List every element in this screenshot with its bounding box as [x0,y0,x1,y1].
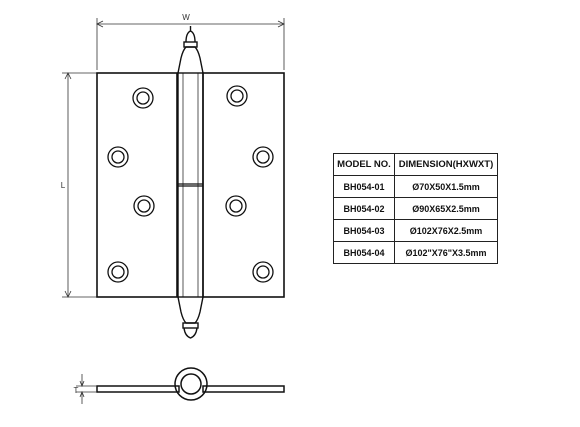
hinge-end-view [96,367,285,401]
screw-holes [107,85,274,283]
top-finial [177,26,204,74]
dimension-cell: Ø102"X76"X3.5mm [394,241,498,264]
hinge-front-view [96,26,285,339]
thickness-dimension-label: T [74,386,79,395]
screw-hole [226,85,248,107]
screw-hole [107,146,129,168]
table-row: BH054-03 Ø102X76X2.5mm [333,219,498,242]
screw-hole [132,87,154,109]
width-dimension [96,18,285,70]
width-dimension-label: W [182,13,190,22]
dimension-cell: Ø70X50X1.5mm [394,175,498,198]
model-cell: BH054-04 [333,241,395,264]
screw-hole [252,261,274,283]
spec-table-header: MODEL NO. DIMENSION(HXWXT) [333,153,498,176]
table-row: BH054-01 Ø70X50X1.5mm [333,175,498,198]
hinge-leaf-right [202,72,285,298]
table-row: BH054-02 Ø90X65X2.5mm [333,197,498,220]
bottom-finial [177,296,204,339]
screw-hole [133,195,155,217]
screw-hole [107,261,129,283]
hinge-barrel [177,72,204,298]
model-cell: BH054-02 [333,197,395,220]
screw-hole [252,146,274,168]
screw-hole [225,195,247,217]
dimension-cell: Ø90X65X2.5mm [394,197,498,220]
length-dimension [62,72,97,298]
table-row: BH054-04 Ø102"X76"X3.5mm [333,241,498,264]
length-dimension-label: L [61,181,66,190]
model-cell: BH054-03 [333,219,395,242]
spec-table: MODEL NO. DIMENSION(HXWXT) BH054-01 Ø70X… [333,153,498,264]
thickness-dimension [76,374,97,404]
hinge-leaf-left [96,72,178,298]
dimension-cell: Ø102X76X2.5mm [394,219,498,242]
header-model-no: MODEL NO. [333,153,395,176]
header-dimension: DIMENSION(HXWXT) [394,153,498,176]
model-cell: BH054-01 [333,175,395,198]
